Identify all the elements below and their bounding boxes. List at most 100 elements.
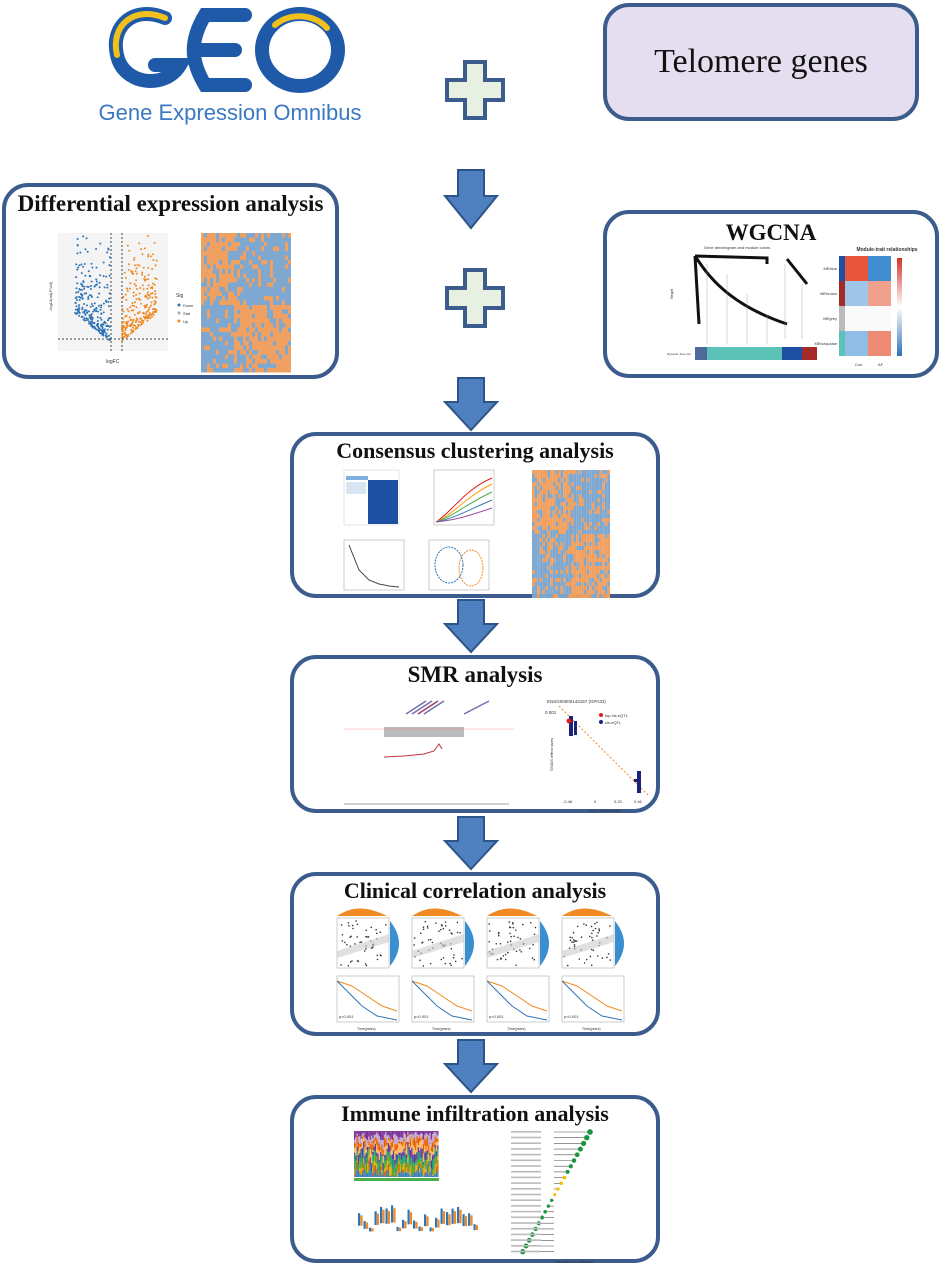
heatmap-cell [222,247,225,252]
stacked-segment [398,1153,399,1155]
heatmap-cell [228,247,231,252]
heatmap-cell [273,355,276,360]
heatmap-cell [548,546,551,550]
heatmap-cell [243,359,246,364]
heatmap-cell [231,269,234,274]
heatmap-cell [204,296,207,301]
stacked-segment [431,1151,432,1160]
stacked-segment [426,1173,427,1177]
stacked-segment [380,1150,381,1152]
volcano-point [148,284,150,286]
heatmap-cell [213,332,216,337]
volcano-point [97,320,99,322]
cell-label [511,1177,541,1179]
stacked-segment [400,1137,401,1142]
km-xlabel: Time(years) [432,1027,451,1031]
stacked-segment [354,1169,355,1174]
stacked-segment [396,1136,397,1144]
heatmap-cell [545,506,548,510]
volcano-point [149,296,151,298]
volcano-point [148,317,150,319]
heatmap-cell [285,359,288,364]
heatmap-cell [228,287,231,292]
scatter-point [455,961,457,963]
heatmap-cell [240,278,243,283]
stacked-segment [428,1172,429,1173]
volcano-point [88,320,90,322]
stacked-segment [392,1142,393,1147]
module-trait-heatmap: Module-trait relationships MEblue MEbrow… [817,244,937,374]
heatmap-cell [219,350,222,355]
heatmap-cell [219,305,222,310]
heatmap-cell [282,323,285,328]
heatmap-cell [240,265,243,270]
lollipop-dot [556,1187,559,1190]
stacked-segment [374,1166,375,1169]
stacked-segment [437,1136,438,1139]
heatmap-cell [548,582,551,586]
heatmap-cell [563,514,566,518]
heatmap-cell [568,566,571,570]
heatmap-cell [246,251,249,256]
heatmap-cell [605,506,608,510]
volcano-point [125,323,127,325]
heatmap-cell [571,538,574,542]
heatmap-cell [568,546,571,550]
heatmap-cell [535,482,538,486]
heatmap-cell [605,522,608,526]
heatmap-cell [213,368,216,373]
heatmap-cell [555,570,558,574]
heatmap-cell [222,278,225,283]
scatter-point [443,957,445,959]
heatmap-cell [587,506,590,510]
heatmap-cell [607,558,610,562]
stacked-segment [366,1147,367,1149]
heatmap-cell [246,359,249,364]
heatmap-cell [225,368,228,373]
stacked-segment [407,1142,408,1149]
scatter-point [507,952,509,954]
scatter-point [609,925,611,927]
heatmap-cell [566,470,569,474]
heatmap-cell [255,310,258,315]
heatmap-cell [548,506,551,510]
heatmap-cell [279,314,282,319]
stacked-segment [364,1138,365,1140]
stacked-segment [402,1156,403,1164]
stacked-segment [368,1149,369,1151]
cell-label [511,1211,541,1213]
volcano-point [102,331,104,333]
stacked-segment [433,1159,434,1169]
scatter-point [443,928,445,930]
stacked-segment [403,1131,404,1133]
heatmap-cell [574,590,577,594]
heatmap-cell [237,238,240,243]
volcano-point [133,292,135,294]
heatmap-cell [258,238,261,243]
heatmap-cell [568,586,571,590]
heatmap-cell [597,530,600,534]
heatmap-cell [581,498,584,502]
heatmap-cell [589,526,592,530]
stacked-segment [384,1147,385,1155]
heatmap-cell [574,538,577,542]
heatmap-cell [282,251,285,256]
heatmap-cell [255,238,258,243]
heatmap-cell [216,238,219,243]
heatmap-cell [261,269,264,274]
volcano-point [88,323,90,325]
heatmap-cell [561,590,564,594]
heatmap-cell [246,368,249,373]
heatmap-cell [592,510,595,514]
heatmap-cell [602,514,605,518]
heatmap-cell [207,292,210,297]
heatmap-cell [213,355,216,360]
heatmap-cell [207,346,210,351]
cell-label [511,1199,541,1201]
heatmap-cell [561,518,564,522]
heatmap-cell [540,542,543,546]
heatmap-cell [542,490,545,494]
heatmap-cell [542,498,545,502]
